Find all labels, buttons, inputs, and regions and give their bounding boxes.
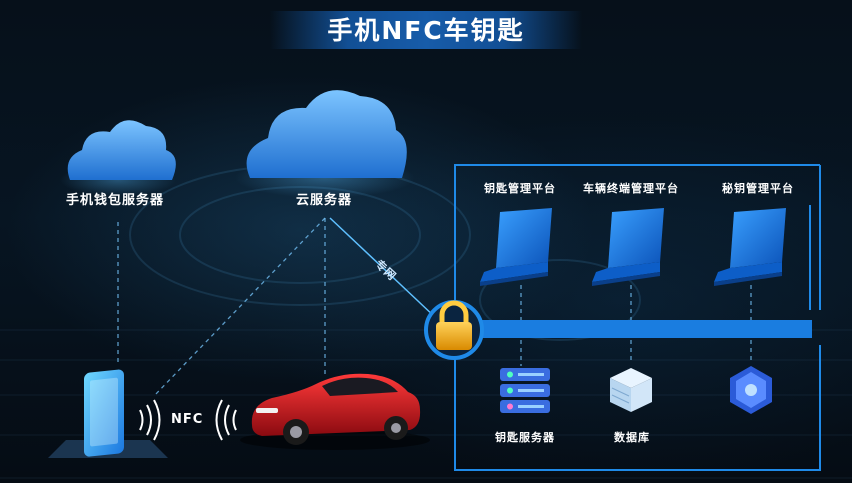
title-banner bbox=[270, 11, 582, 49]
platform-frame bbox=[454, 164, 821, 471]
network-bus-bar bbox=[466, 320, 812, 338]
private-network-line bbox=[329, 217, 437, 319]
secret-key-hex-icon bbox=[730, 366, 772, 414]
wallet-cloud-icon bbox=[60, 120, 176, 196]
nfc-label: NFC bbox=[171, 412, 204, 427]
phone-icon bbox=[48, 369, 168, 458]
server-rack-icon bbox=[500, 368, 550, 413]
database-label: 数据库 bbox=[614, 431, 650, 444]
lock-icon bbox=[424, 300, 484, 360]
key-server-label: 钥匙服务器 bbox=[495, 431, 555, 444]
wallet-server-label: 手机钱包服务器 bbox=[66, 193, 165, 208]
laptop-icon-vehicle-platform bbox=[592, 208, 664, 286]
cloud-server-icon bbox=[235, 90, 415, 198]
page-title: 手机NFC车钥匙 bbox=[327, 16, 525, 45]
key-platform-label: 钥匙管理平台 bbox=[484, 182, 556, 195]
database-icon bbox=[610, 368, 652, 412]
laptop-icon-secret-platform bbox=[714, 208, 786, 286]
nfc-waves-left-icon bbox=[139, 399, 161, 441]
laptop-icon-key-platform bbox=[480, 208, 552, 286]
car-image bbox=[240, 373, 430, 450]
vehicle-terminal-platform-label: 车辆终端管理平台 bbox=[583, 182, 679, 195]
cloud-server-label: 云服务器 bbox=[296, 193, 353, 208]
nfc-waves-right-icon bbox=[215, 399, 237, 441]
secret-key-platform-label: 秘钥管理平台 bbox=[722, 182, 794, 195]
dashed-connectors bbox=[117, 217, 752, 396]
